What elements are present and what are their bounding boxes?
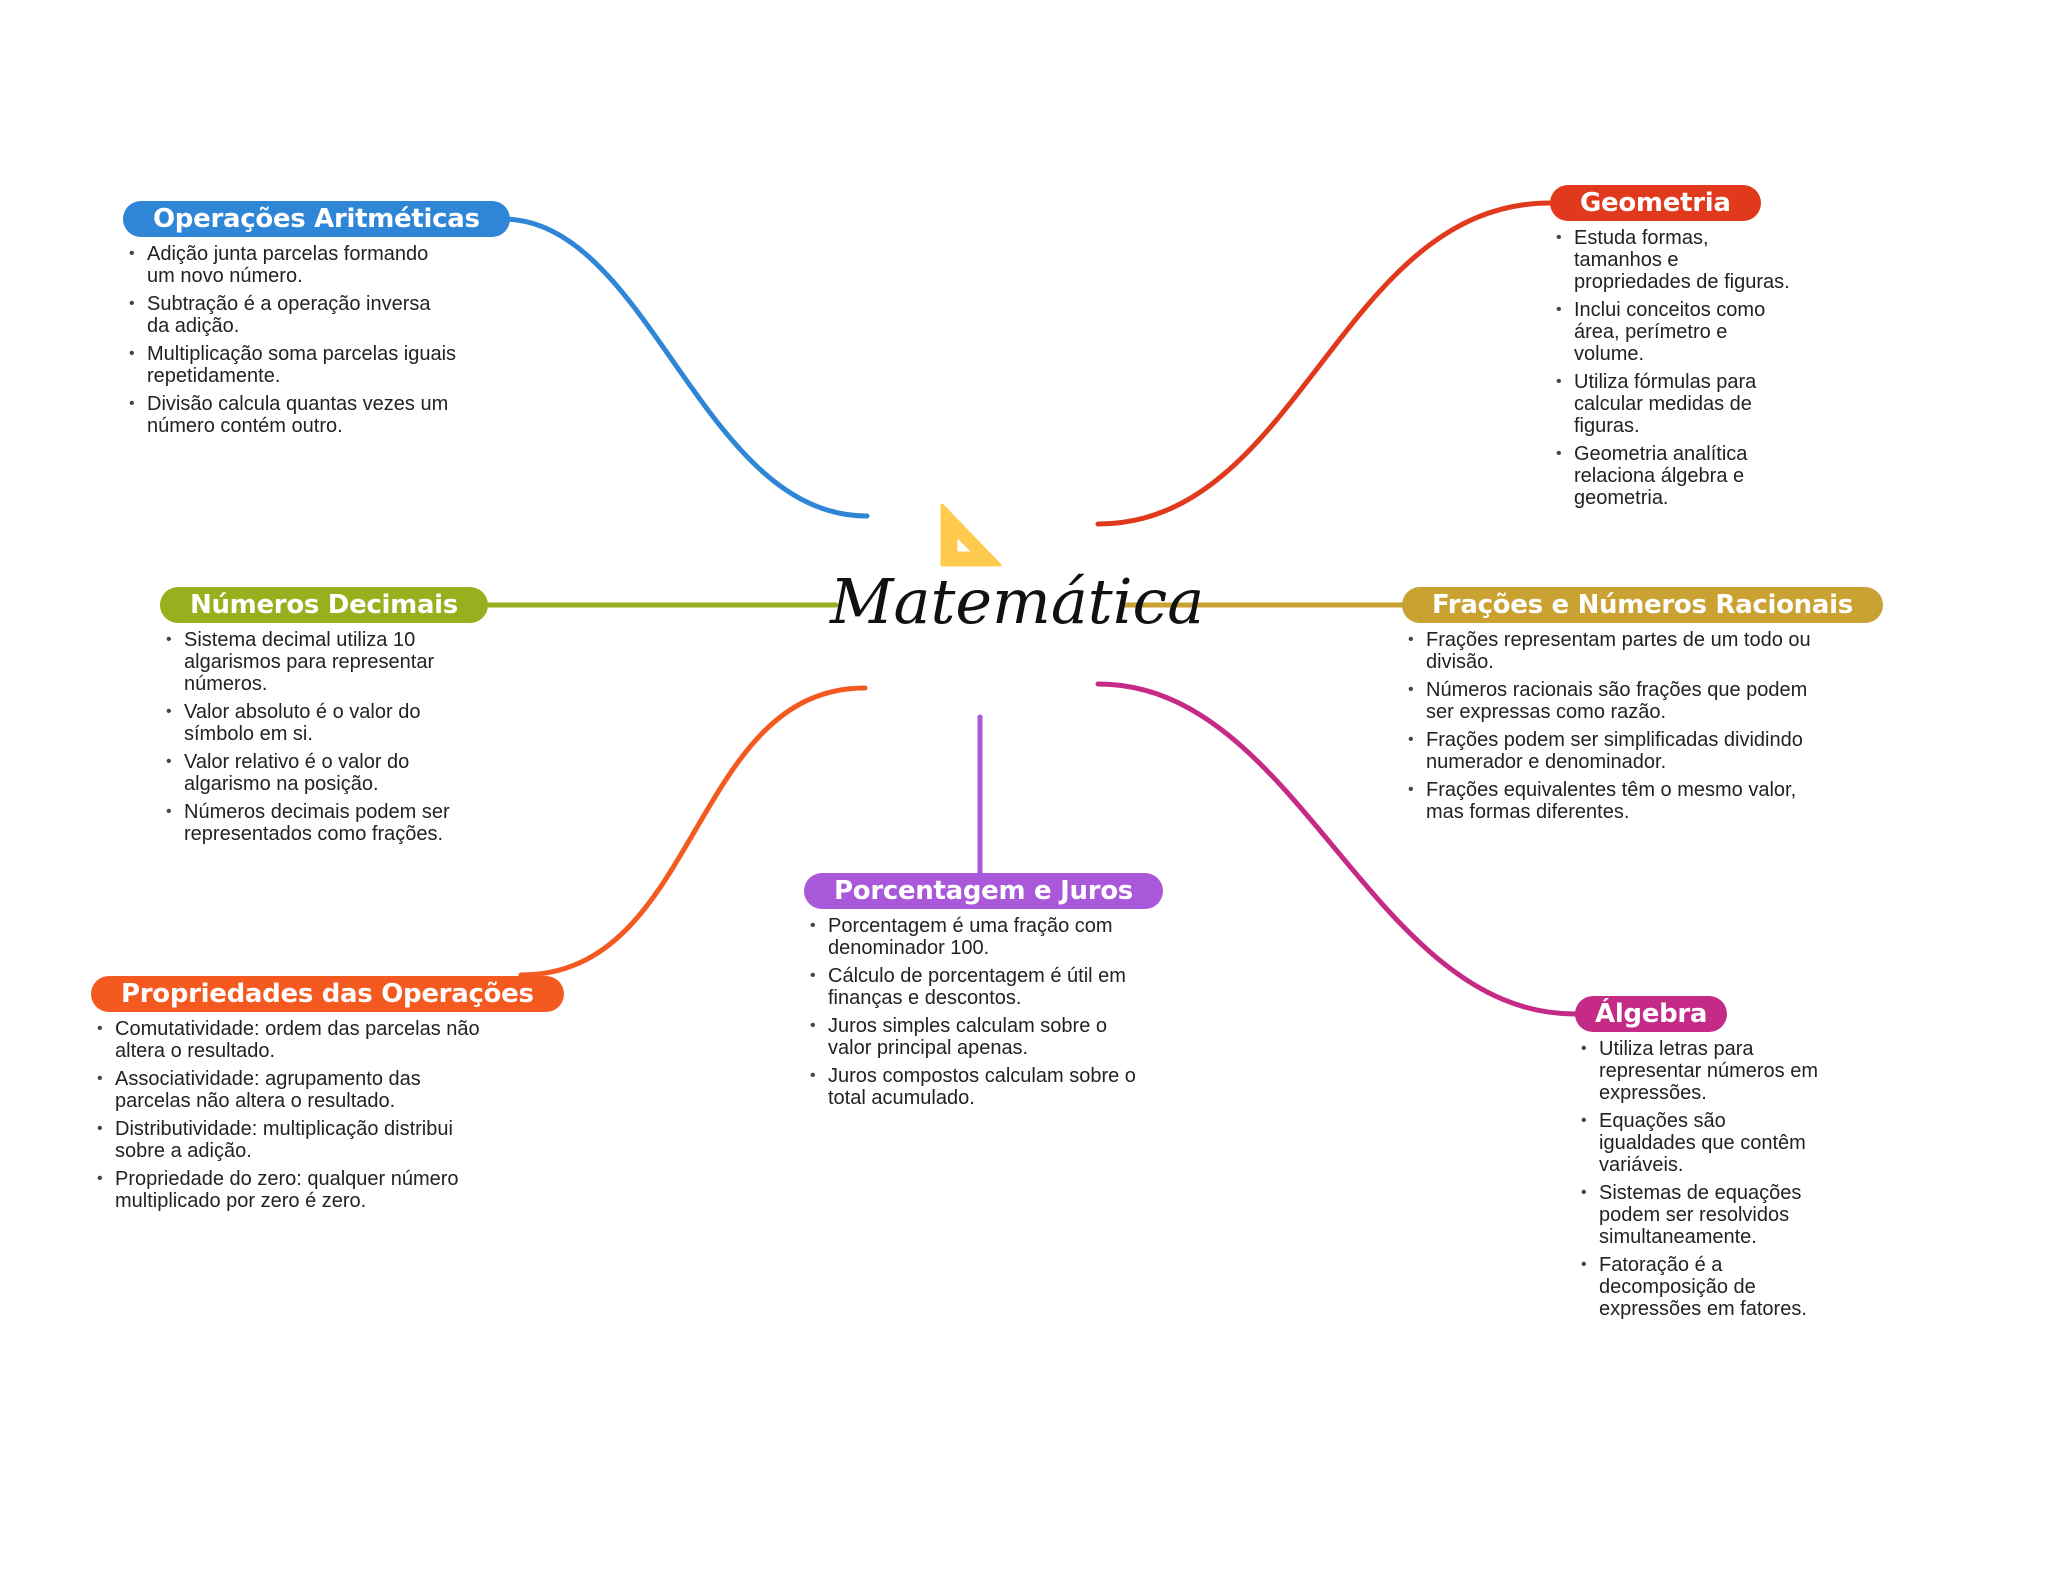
list-item: Comutatividade: ordem das parcelas não a… — [91, 1018, 491, 1062]
branch-items: Frações representam partes de um todo ou… — [1402, 629, 1832, 823]
list-item: Associatividade: agrupamento das parcela… — [91, 1068, 491, 1112]
list-item: Distributividade: multiplicação distribu… — [91, 1118, 491, 1162]
list-item: Estuda formas, tamanhos e propriedades d… — [1550, 227, 1795, 293]
list-item: Frações equivalentes têm o mesmo valor, … — [1402, 779, 1832, 823]
branch-items: Comutatividade: ordem das parcelas não a… — [91, 1018, 491, 1212]
branch-items: Porcentagem é uma fração com denominador… — [804, 915, 1154, 1109]
branch-items: Adição junta parcelas formando um novo n… — [123, 243, 458, 437]
central-topic[interactable]: Matemática — [830, 565, 1205, 638]
list-item: Números decimais podem ser representados… — [160, 801, 480, 845]
list-item: Sistema decimal utiliza 10 algarismos pa… — [160, 629, 480, 695]
branch-operacoes-aritmeticas: Operações Aritméticas Adição junta parce… — [123, 201, 543, 443]
list-item: Equações são igualdades que contêm variá… — [1575, 1110, 1820, 1176]
list-item: Utiliza fórmulas para calcular medidas d… — [1550, 371, 1795, 437]
branch-title[interactable]: Operações Aritméticas — [123, 201, 510, 237]
list-item: Cálculo de porcentagem é útil em finança… — [804, 965, 1154, 1009]
branch-title[interactable]: Números Decimais — [160, 587, 488, 623]
branch-propriedades-operacoes: Propriedades das Operações Comutatividad… — [91, 976, 564, 1218]
set-square-icon — [940, 503, 1002, 567]
branch-title[interactable]: Álgebra — [1575, 996, 1728, 1032]
branch-title[interactable]: Propriedades das Operações — [91, 976, 564, 1012]
list-item: Frações podem ser simplificadas dividind… — [1402, 729, 1832, 773]
list-item: Inclui conceitos como área, perímetro e … — [1550, 299, 1795, 365]
branch-title[interactable]: Porcentagem e Juros — [804, 873, 1163, 909]
list-item: Multiplicação soma parcelas iguais repet… — [123, 343, 458, 387]
branch-items: Sistema decimal utiliza 10 algarismos pa… — [160, 629, 480, 845]
branch-porcentagem-juros: Porcentagem e Juros Porcentagem é uma fr… — [804, 873, 1184, 1115]
list-item: Subtração é a operação inversa da adição… — [123, 293, 458, 337]
branch-geometria: Geometria Estuda formas, tamanhos e prop… — [1550, 185, 1850, 515]
list-item: Valor relativo é o valor do algarismo na… — [160, 751, 480, 795]
list-item: Propriedade do zero: qualquer número mul… — [91, 1168, 491, 1212]
list-item: Utiliza letras para representar números … — [1575, 1038, 1820, 1104]
list-item: Números racionais são frações que podem … — [1402, 679, 1832, 723]
list-item: Adição junta parcelas formando um novo n… — [123, 243, 458, 287]
branch-title[interactable]: Geometria — [1550, 185, 1761, 221]
branch-algebra: Álgebra Utiliza letras para representar … — [1575, 996, 1855, 1326]
branch-title[interactable]: Frações e Números Racionais — [1402, 587, 1883, 623]
list-item: Fatoração é a decomposição de expressões… — [1575, 1254, 1820, 1320]
connector-operacoes — [499, 216, 870, 519]
list-item: Juros compostos calculam sobre o total a… — [804, 1065, 1154, 1109]
list-item: Frações representam partes de um todo ou… — [1402, 629, 1832, 673]
connector-propriedades — [518, 685, 868, 978]
branch-items: Estuda formas, tamanhos e propriedades d… — [1550, 227, 1795, 509]
branch-items: Utiliza letras para representar números … — [1575, 1038, 1820, 1320]
list-item: Geometria analítica relaciona álgebra e … — [1550, 443, 1795, 509]
branch-numeros-decimais: Números Decimais Sistema decimal utiliza… — [160, 587, 520, 851]
list-item: Porcentagem é uma fração com denominador… — [804, 915, 1154, 959]
list-item: Valor absoluto é o valor do símbolo em s… — [160, 701, 480, 745]
list-item: Sistemas de equações podem ser resolvido… — [1575, 1182, 1820, 1248]
list-item: Divisão calcula quantas vezes um número … — [123, 393, 458, 437]
list-item: Juros simples calculam sobre o valor pri… — [804, 1015, 1154, 1059]
branch-fracoes-racionais: Frações e Números Racionais Frações repr… — [1402, 587, 1902, 829]
connector-geometria — [1095, 200, 1553, 527]
connector-algebra — [1095, 681, 1578, 1017]
